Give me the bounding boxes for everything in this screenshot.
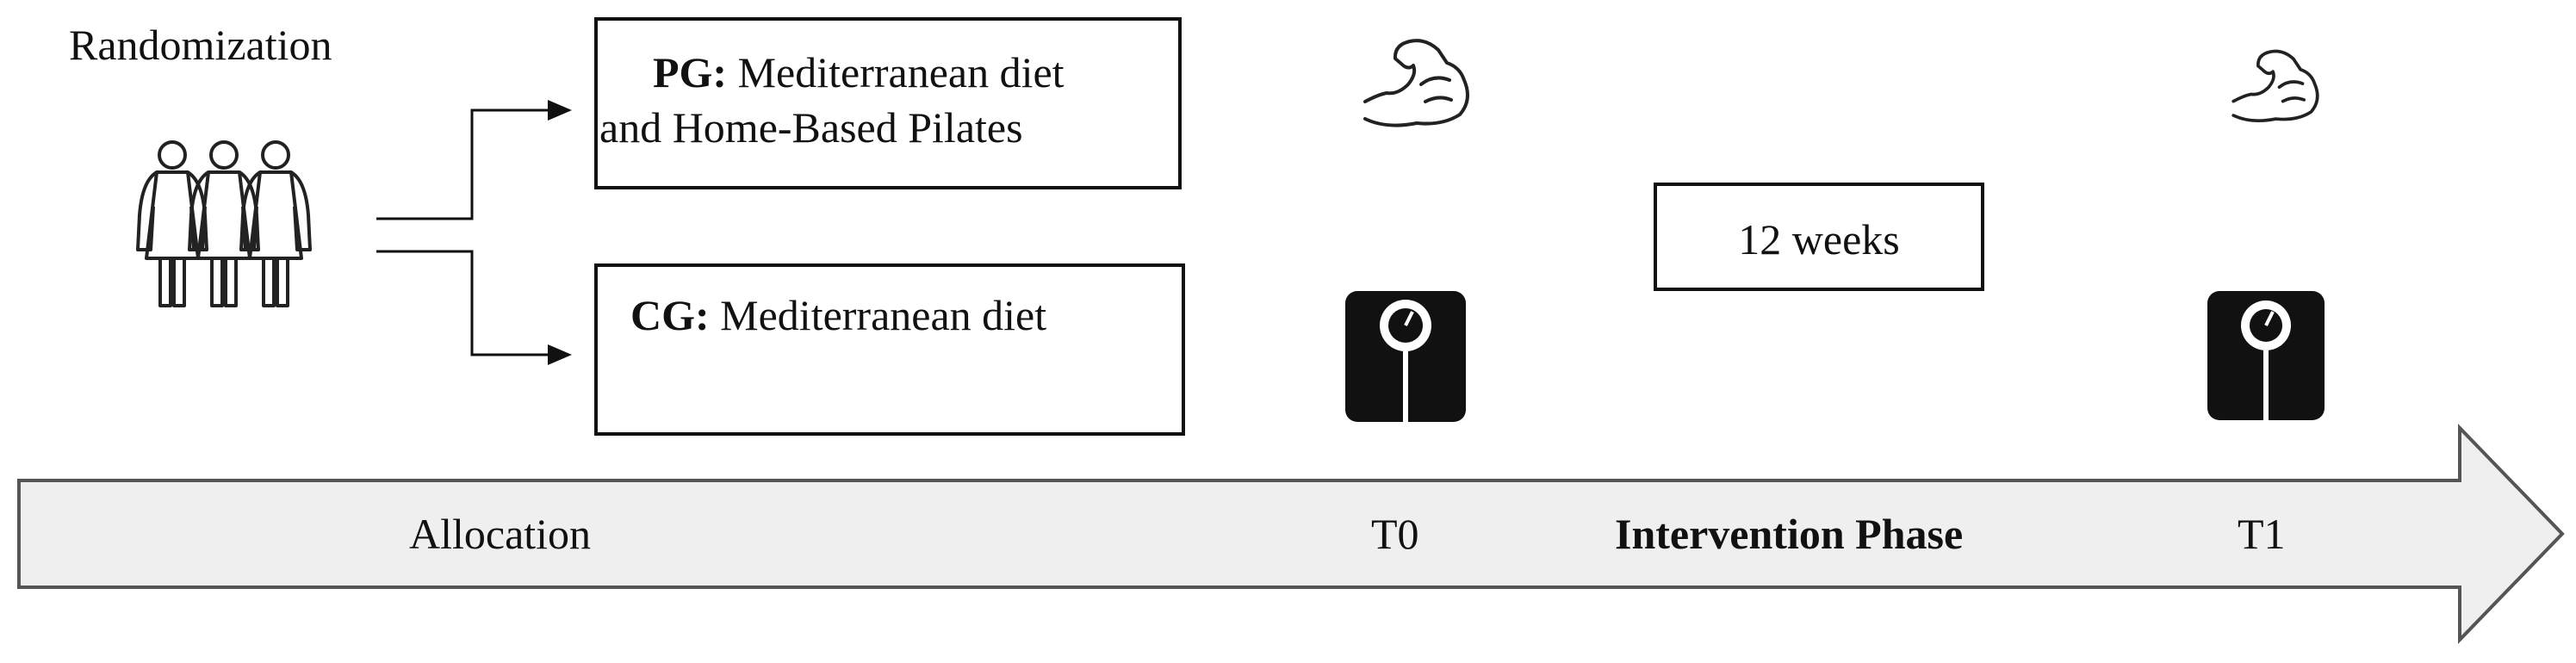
timeline-arrow (17, 424, 2565, 644)
randomization-label: Randomization (69, 21, 332, 69)
weighing-scale-icon (1345, 291, 1466, 422)
duration-box: 12 weeks (1654, 183, 1984, 291)
weighing-scale-icon (2207, 291, 2325, 420)
people-group-icon (136, 140, 312, 307)
timeline-allocation-label: Allocation (409, 510, 592, 558)
cg-label: CG: (630, 291, 710, 339)
allocation-connectors (376, 108, 551, 356)
timeline-t0-label: T0 (1371, 510, 1419, 558)
timeline-t1-label: T1 (2238, 510, 2286, 558)
pg-label: PG: (653, 48, 728, 96)
pg-box-line1: PG: Mediterranean diet (653, 45, 1065, 101)
pg-text-line2: and Home-Based Pilates (599, 103, 1023, 152)
cg-box-line: CG: Mediterranean diet (630, 288, 1046, 344)
cg-box: CG: Mediterranean diet (594, 263, 1185, 436)
arrowhead-to-pg (548, 100, 572, 121)
pg-text-line1: Mediterranean diet (737, 48, 1065, 96)
duration-text: 12 weeks (1738, 215, 1900, 263)
flexed-arm-icon (1363, 39, 1469, 127)
arrowhead-to-cg (548, 344, 572, 365)
flexed-arm-icon (2231, 49, 2319, 123)
timeline-phase-label: Intervention Phase (1615, 510, 1964, 558)
pg-box: PG: Mediterranean diet and Home-Based Pi… (594, 17, 1182, 189)
cg-text: Mediterranean diet (720, 291, 1047, 339)
